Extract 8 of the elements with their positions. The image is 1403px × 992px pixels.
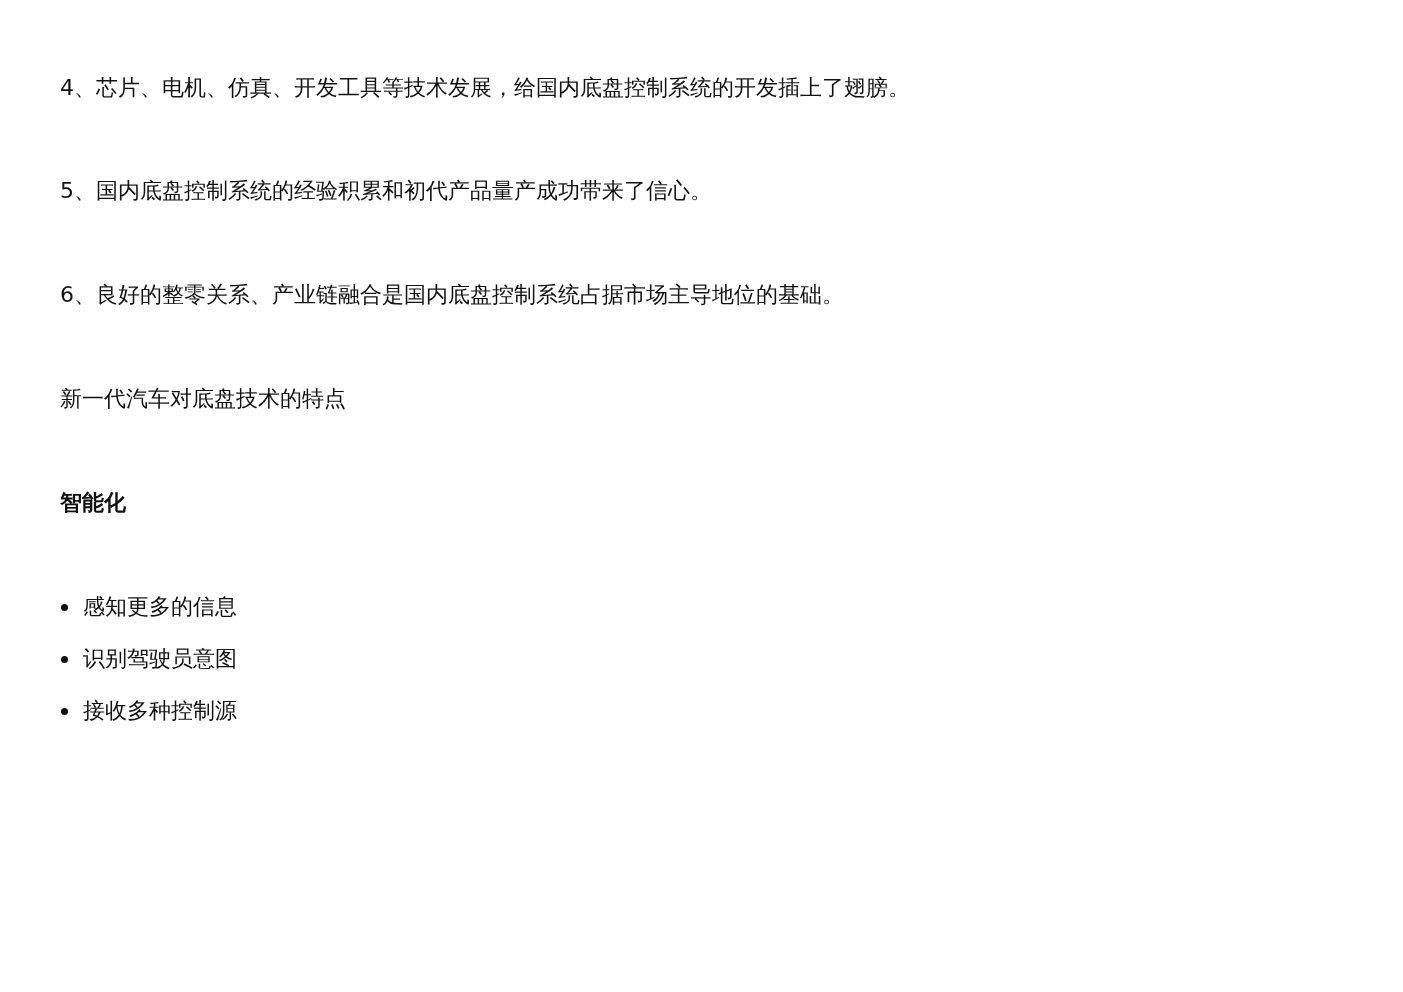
paragraph-text: 4、芯片、电机、仿真、开发工具等技术发展，给国内底盘控制系统的开发插上了翅膀。: [60, 74, 910, 102]
paragraph-text: 6、良好的整零关系、产业链融合是国内底盘控制系统占据市场主导地位的基础。: [60, 281, 844, 309]
paragraph-text: 5、国内底盘控制系统的经验积累和初代产品量产成功带来了信心。: [60, 177, 712, 205]
bullet-item-text: 接收多种控制源: [83, 697, 237, 725]
bullet-item-text: 识别驾驶员意图: [83, 645, 237, 673]
bold-heading: 智能化: [60, 489, 126, 517]
paragraph-text: 新一代汽车对底盘技术的特点: [60, 385, 346, 413]
bullet-item-text: 感知更多的信息: [83, 593, 237, 621]
